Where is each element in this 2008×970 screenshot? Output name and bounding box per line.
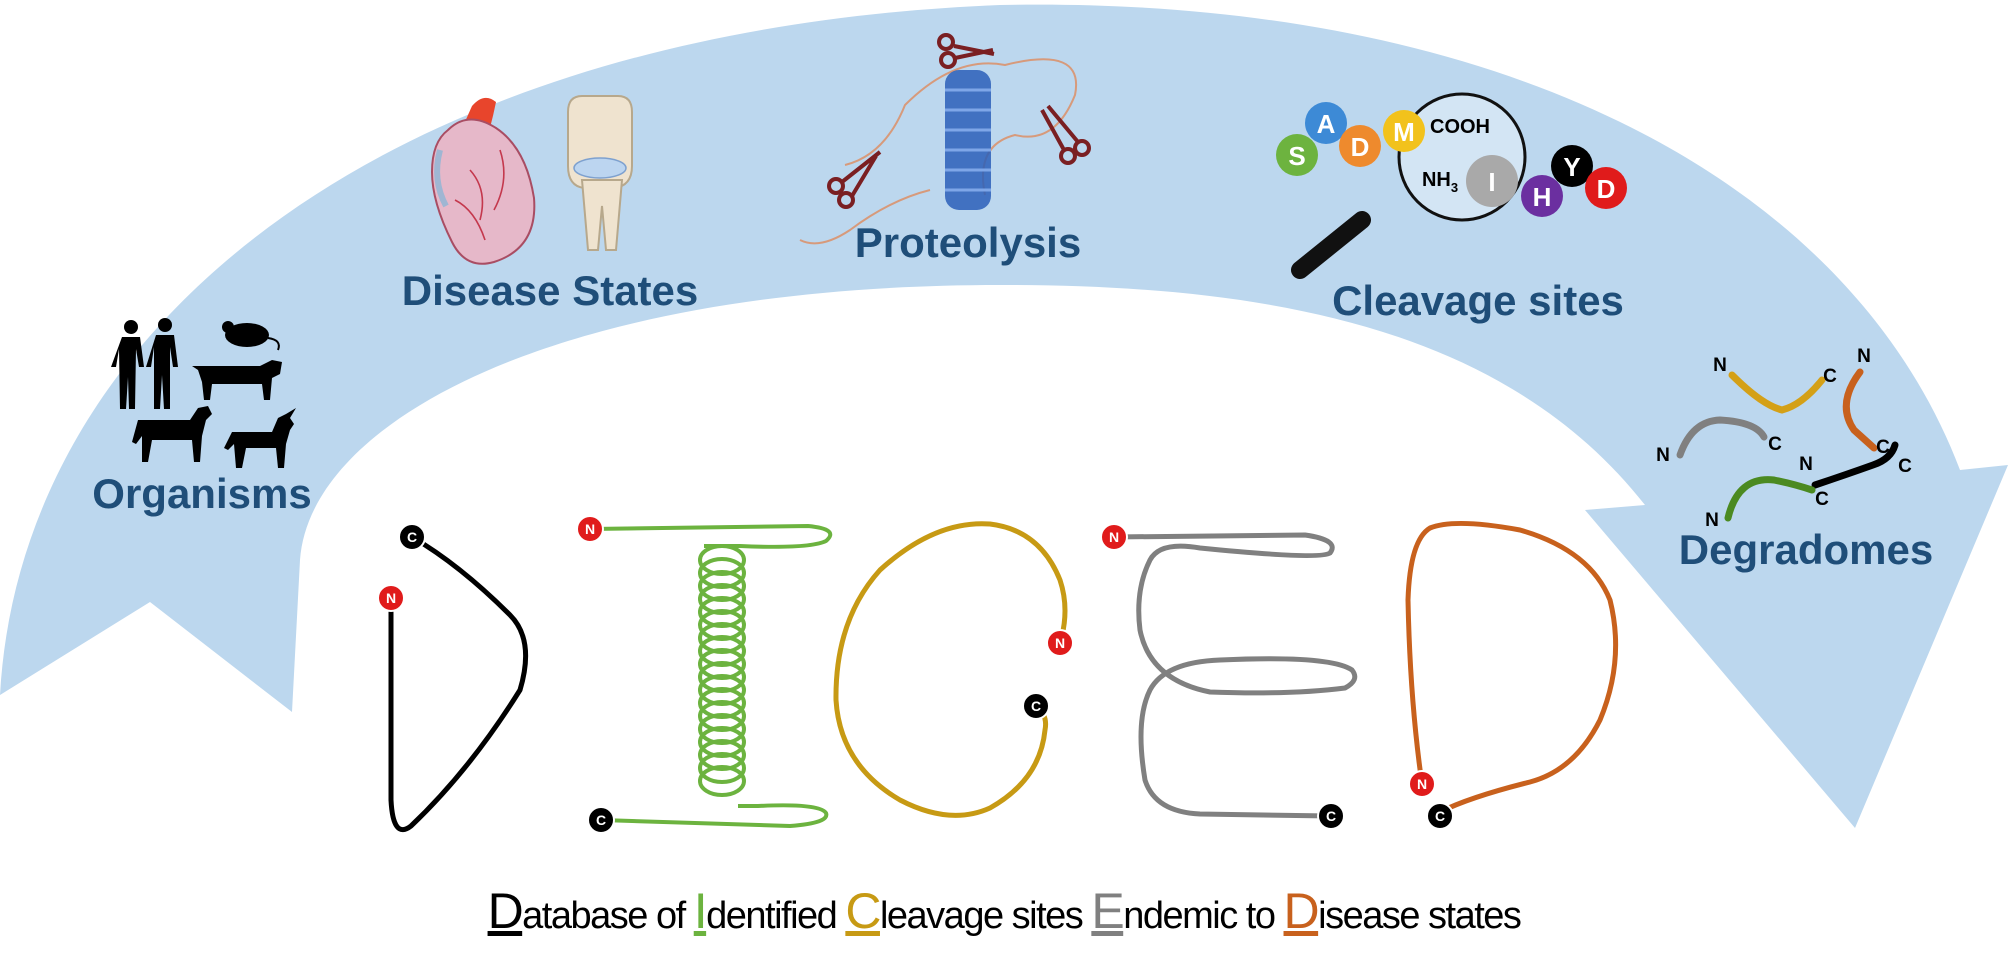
svg-text:S: S [1288,141,1305,171]
svg-text:I: I [1488,167,1495,197]
svg-text:N: N [585,521,595,537]
acronym-initial-e: E [1091,883,1123,939]
svg-text:C: C [1435,808,1445,824]
svg-text:D: D [1351,132,1370,162]
fragment-termini-labels: N C N N C N C C C N [1656,346,1912,531]
svg-text:M: M [1393,117,1415,147]
svg-text:C: C [407,529,417,545]
letter-d-chain [388,534,529,833]
acronym-expansion: Database of Identified Cleavage sites En… [488,883,1521,939]
acronym-initial-c: C [845,883,880,939]
letter-d2-chain [1405,521,1619,815]
svg-text:C: C [1031,698,1041,714]
stage-label-cleavage-sites: Cleavage sites [1332,277,1624,324]
nh3-label: NH3 [1422,169,1458,195]
acronym-initial-d: D [488,883,523,939]
letter-c-chain [833,521,1068,818]
letter-i-helix [698,544,746,797]
svg-text:C: C [1326,808,1336,824]
letter-i-chain-bottom [600,803,829,829]
scissors-icon [937,33,995,69]
helix-coil [698,752,746,784]
svg-text:N: N [1799,454,1813,475]
letter-termini-markers: C N N C N C N C N C [377,515,1454,834]
svg-text:C: C [1876,437,1890,458]
workflow-arrow [0,4,2008,829]
svg-text:N: N [1713,355,1727,376]
svg-text:N: N [1055,635,1065,651]
organism-silhouettes-icon [111,318,296,468]
heart-icon [430,97,536,265]
svg-text:D: D [1597,174,1616,204]
peptide-fragments-icon [1676,368,1899,522]
scissors-icon [1040,104,1091,165]
svg-text:N: N [1656,445,1670,466]
helix-coil [698,765,746,797]
acronym-initial-d2: D [1284,883,1319,939]
svg-text:C: C [1898,456,1912,477]
stage-label-disease-states: Disease States [402,267,699,314]
svg-text:C: C [596,812,606,828]
svg-text:A: A [1317,109,1336,139]
stage-label-degradomes: Degradomes [1679,526,1933,573]
svg-text:N: N [1109,529,1119,545]
svg-text:N: N [1417,776,1427,792]
svg-text:H: H [1533,182,1552,212]
scissors-icon [827,150,882,209]
acronym-initial-i: I [694,883,706,939]
svg-text:C: C [1815,489,1829,510]
letter-i-chain [589,523,833,549]
svg-text:C: C [1768,434,1782,455]
svg-text:Y: Y [1563,152,1580,182]
svg-text:C: C [1823,366,1837,387]
knee-joint-icon [567,95,633,251]
svg-text:N: N [1857,346,1871,367]
svg-text:N: N [1705,510,1719,531]
amino-acid-residues: S A D M I H Y D [1276,102,1627,217]
letter-e-chain [1113,532,1358,819]
svg-text:N: N [386,590,396,606]
protein-structure-icon [799,58,1078,245]
stage-label-organisms: Organisms [92,470,311,517]
cooh-label: COOH [1430,116,1490,138]
stage-label-proteolysis: Proteolysis [855,219,1081,266]
